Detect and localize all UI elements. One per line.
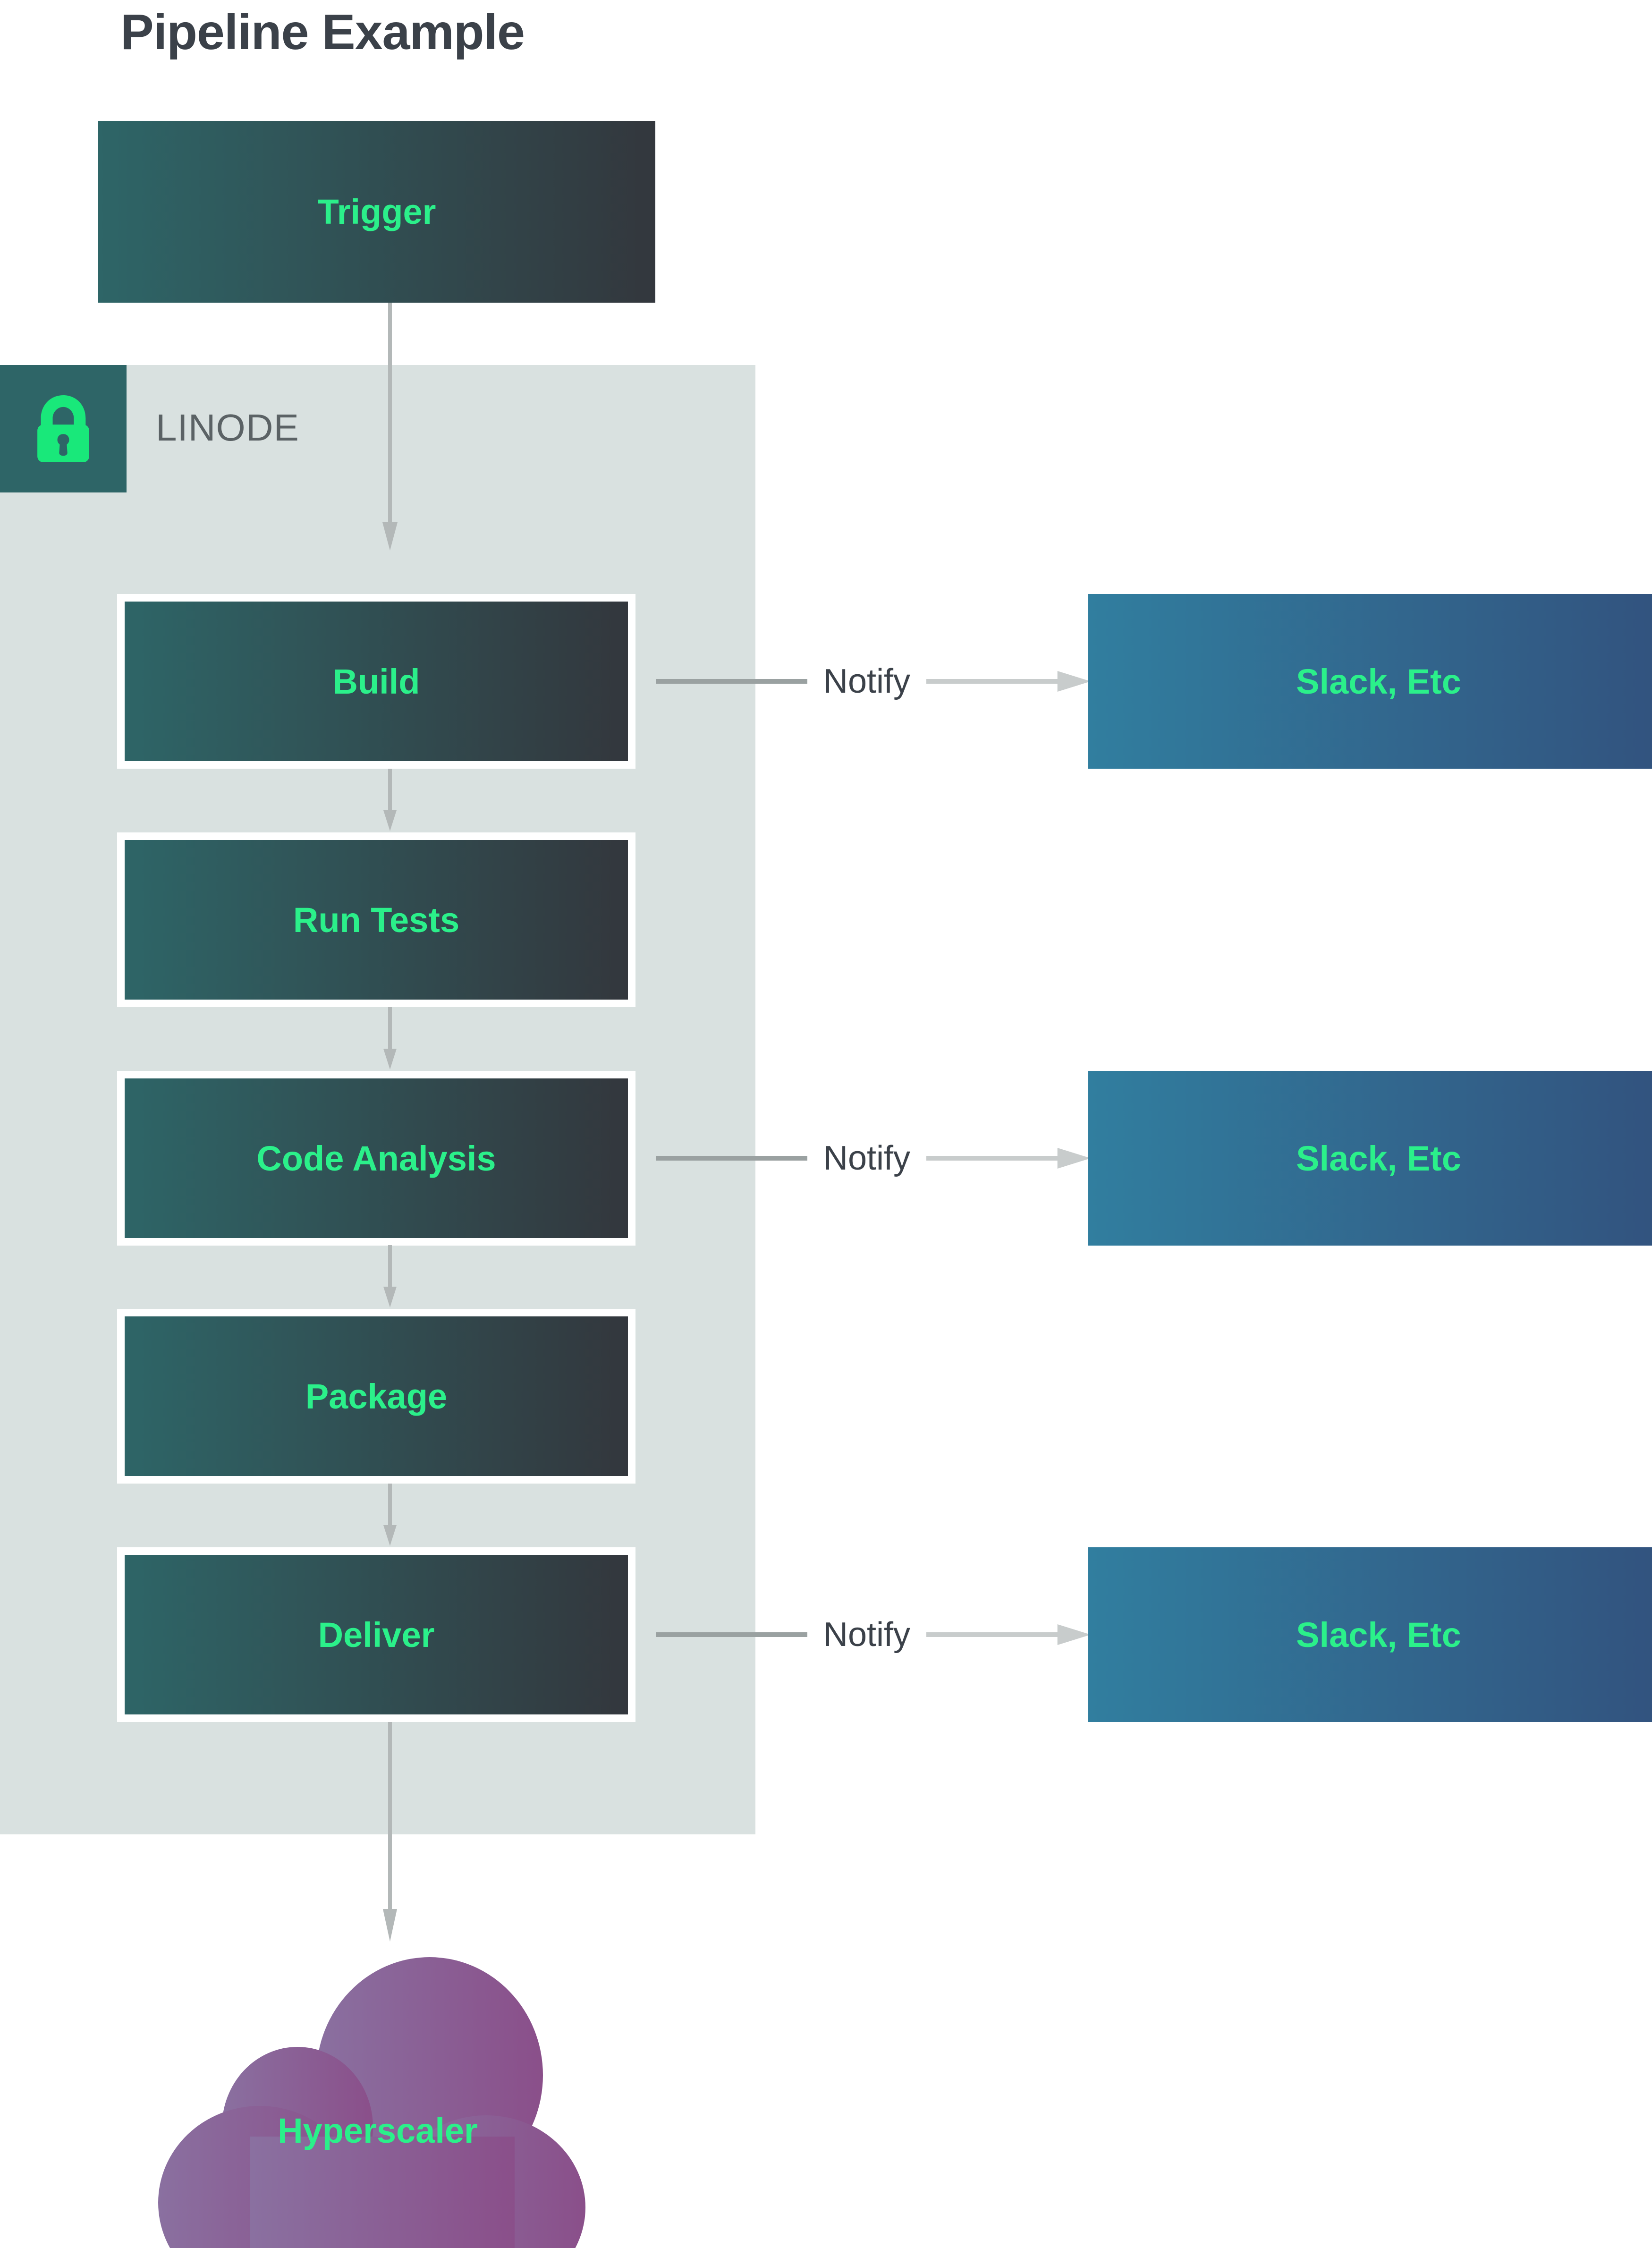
node-slack-build-label: Slack, Etc — [1296, 662, 1461, 701]
node-deliver-label: Deliver — [318, 1615, 435, 1654]
notify-line-left — [656, 1632, 807, 1637]
node-slack-build[interactable]: Slack, Etc — [1088, 594, 1652, 769]
node-slack-deliver-label: Slack, Etc — [1296, 1615, 1461, 1654]
node-run-tests-label: Run Tests — [293, 900, 460, 940]
node-slack-code-analysis[interactable]: Slack, Etc — [1088, 1071, 1652, 1246]
connector-notify-code-analysis: Notify — [656, 1139, 1093, 1177]
node-trigger-label: Trigger — [317, 192, 436, 231]
notify-line-left — [656, 679, 807, 684]
linode-zone-label: LINODE — [156, 407, 299, 449]
arrow-code-analysis-to-package — [381, 1245, 399, 1309]
arrow-build-to-run-tests — [381, 769, 399, 832]
notify-arrow-right — [926, 667, 1093, 696]
arrow-run-tests-to-code-analysis — [381, 1007, 399, 1071]
notify-label: Notify — [823, 1139, 911, 1177]
arrow-deliver-to-hyperscaler — [381, 1722, 399, 1944]
arrow-package-to-deliver — [381, 1484, 399, 1547]
lock-icon — [0, 365, 127, 492]
node-build-label: Build — [332, 662, 420, 701]
node-package-label: Package — [305, 1376, 448, 1416]
notify-line-left — [656, 1156, 807, 1161]
page-title: Pipeline Example — [120, 4, 525, 60]
arrow-trigger-to-build — [381, 303, 399, 553]
node-run-tests[interactable]: Run Tests — [117, 832, 635, 1007]
node-package[interactable]: Package — [117, 1309, 635, 1484]
node-build[interactable]: Build — [117, 594, 635, 769]
cloud-shape[interactable] — [142, 1938, 614, 2248]
node-deliver[interactable]: Deliver — [117, 1547, 635, 1722]
notify-arrow-right — [926, 1144, 1093, 1172]
notify-arrow-right — [926, 1620, 1093, 1649]
node-code-analysis-label: Code Analysis — [256, 1138, 496, 1178]
node-slack-deliver[interactable]: Slack, Etc — [1088, 1547, 1652, 1722]
node-trigger[interactable]: Trigger — [98, 121, 655, 303]
notify-label: Notify — [823, 1616, 911, 1654]
connector-notify-deliver: Notify — [656, 1616, 1093, 1654]
node-code-analysis[interactable]: Code Analysis — [117, 1071, 635, 1246]
node-slack-code-analysis-label: Slack, Etc — [1296, 1138, 1461, 1178]
cloud-label: Hyperscaler — [278, 2111, 478, 2150]
connector-notify-build: Notify — [656, 662, 1093, 700]
notify-label: Notify — [823, 662, 911, 700]
